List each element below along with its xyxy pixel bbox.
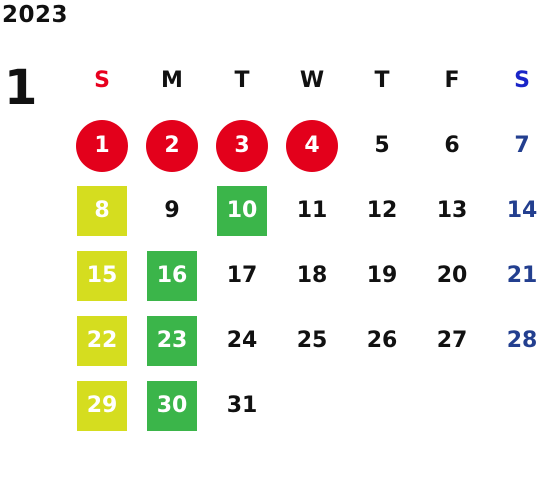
date-cell: 28 [487,308,548,373]
holiday-date-marker: 3 [216,119,268,172]
weekday-header-row: S M T W T F S [67,48,548,113]
date-cell: 29 [67,373,137,438]
date-cell: 16 [137,243,207,308]
date-cell: 13 [417,178,487,243]
green-highlight-date: 16 [147,250,197,301]
date-cell: 26 [347,308,417,373]
date-cell: 8 [67,178,137,243]
weekday-saturday: S [514,68,530,93]
date-cell: 18 [277,243,347,308]
week-row: 8 9 10 11 12 13 14 [67,178,548,243]
date-number: 5 [374,133,390,158]
date-number: 11 [296,198,328,223]
date-cell: 15 [67,243,137,308]
date-cell: 9 [137,178,207,243]
green-highlight-date: 30 [147,380,197,431]
date-number: 31 [226,393,258,418]
green-highlight-date: 10 [217,185,267,236]
weekday-friday: F [444,68,460,93]
date-number: 26 [366,328,398,353]
week-row: 29 30 31 [67,373,548,438]
date-cell: 5 [347,113,417,178]
date-cell: 23 [137,308,207,373]
date-number: 28 [506,328,538,353]
weekday-wednesday: W [299,68,325,93]
holiday-date-marker: 4 [286,119,338,172]
empty-date-cell [417,373,487,438]
date-number: 14 [506,198,538,223]
date-number: 18 [296,263,328,288]
date-number: 27 [436,328,468,353]
date-cell: 10 [207,178,277,243]
date-cell: 6 [417,113,487,178]
weekday-monday: M [161,68,183,93]
date-number: 9 [164,198,180,223]
yellow-highlight-date: 8 [77,185,127,236]
week-row: 15 16 17 18 19 20 21 [67,243,548,308]
date-number: 21 [506,263,538,288]
date-number: 6 [444,133,460,158]
date-number: 19 [366,263,398,288]
date-cell: 3 [207,113,277,178]
holiday-date-marker: 1 [76,119,128,172]
date-cell: 12 [347,178,417,243]
date-cell: 30 [137,373,207,438]
date-number: 20 [436,263,468,288]
date-cell: 1 [67,113,137,178]
yellow-highlight-date: 15 [77,250,127,301]
date-cell: 27 [417,308,487,373]
date-cell: 19 [347,243,417,308]
date-cell: 4 [277,113,347,178]
weekday-tuesday: T [234,68,250,93]
date-cell: 21 [487,243,548,308]
date-cell: 11 [277,178,347,243]
year-label: 2023 [2,2,69,28]
date-cell: 2 [137,113,207,178]
yellow-highlight-date: 22 [77,315,127,366]
month-number: 1 [4,60,38,116]
date-cell: 7 [487,113,548,178]
date-cell: 20 [417,243,487,308]
empty-date-cell [277,373,347,438]
date-cell: 17 [207,243,277,308]
yellow-highlight-date: 29 [77,380,127,431]
green-highlight-date: 23 [147,315,197,366]
date-cell: 25 [277,308,347,373]
empty-date-cell [347,373,417,438]
date-cell: 14 [487,178,548,243]
date-number: 12 [366,198,398,223]
date-cell: 31 [207,373,277,438]
weekday-sunday: S [94,68,110,93]
date-number: 7 [514,133,530,158]
date-cell: 24 [207,308,277,373]
holiday-date-marker: 2 [146,119,198,172]
date-number: 25 [296,328,328,353]
date-number: 13 [436,198,468,223]
date-cell: 22 [67,308,137,373]
week-row: 22 23 24 25 26 27 28 [67,308,548,373]
empty-date-cell [487,373,548,438]
date-number: 24 [226,328,258,353]
date-number: 17 [226,263,258,288]
weekday-thursday: T [374,68,390,93]
